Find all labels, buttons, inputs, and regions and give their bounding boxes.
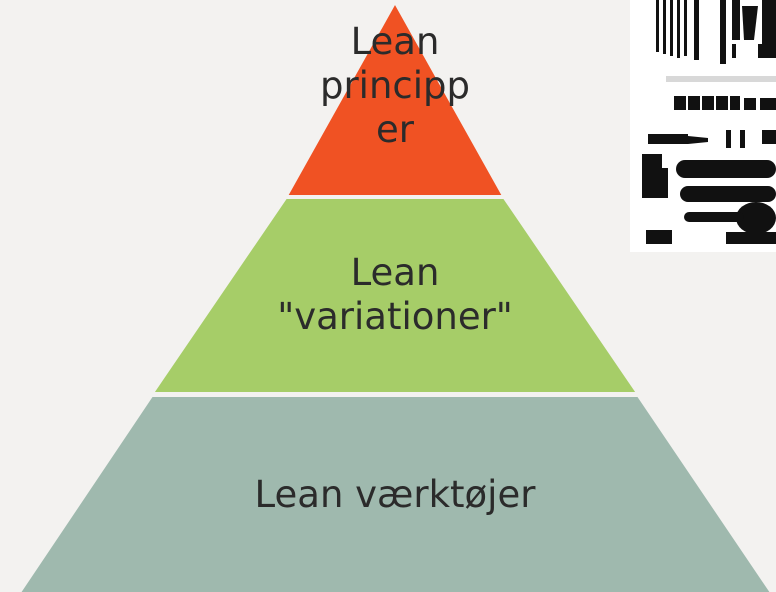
tier-middle-shape bbox=[151, 197, 639, 394]
tools-silhouette-graphic bbox=[630, 0, 776, 252]
tier-top-shape bbox=[285, 0, 505, 197]
tier-top-label: Lean principp er bbox=[319, 20, 471, 151]
tier-middle-label: Lean "variationer" bbox=[277, 251, 513, 338]
tools-collection-image bbox=[630, 0, 776, 252]
tier-bottom-shape bbox=[19, 395, 772, 592]
tier-bottom-label: Lean værktøjer bbox=[254, 473, 536, 516]
